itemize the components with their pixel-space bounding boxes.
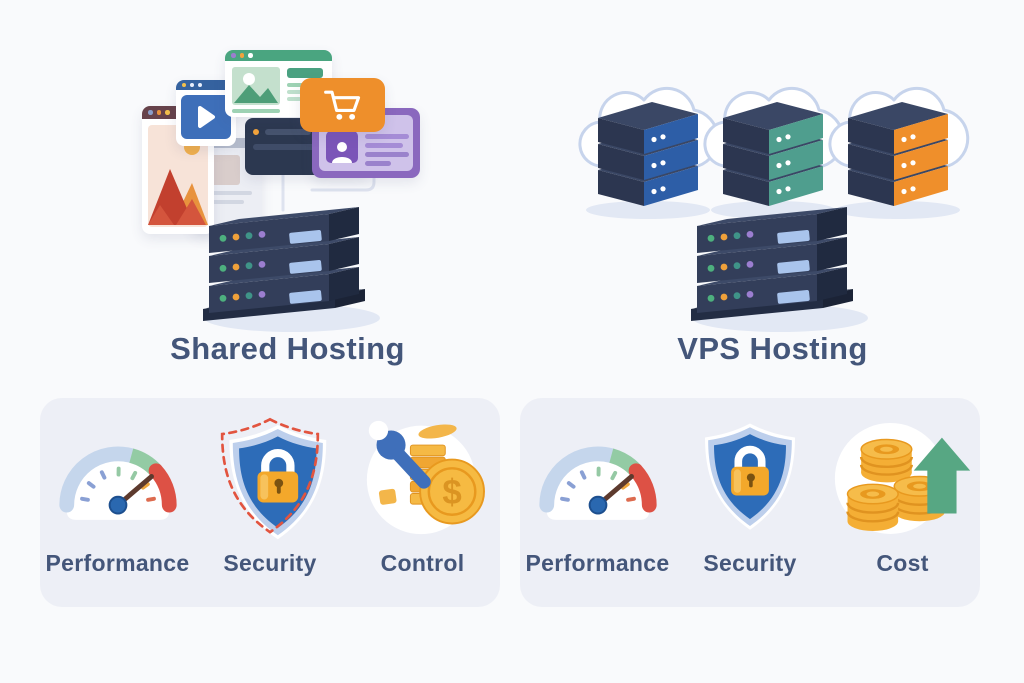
feature-performance: Performance <box>43 410 193 577</box>
feature-cost: Cost <box>828 410 978 577</box>
feature-label: Performance <box>525 550 670 576</box>
feature-label: Cost <box>876 550 929 576</box>
article-image-icon <box>232 67 280 105</box>
vps-server-icon <box>685 190 875 335</box>
feature-label: Control <box>380 550 465 576</box>
feature-security: Security <box>195 410 345 577</box>
shield-lock-dashed-icon <box>220 417 330 542</box>
coins-growth-icon <box>834 422 970 534</box>
mountain-photo-icon <box>148 125 208 227</box>
shared-websites-cluster <box>140 40 430 240</box>
user-icon <box>332 142 352 163</box>
shared-server-icon <box>197 190 387 335</box>
vps-features-panel: Performance Security <box>520 398 980 607</box>
shield-lock-icon <box>696 418 804 537</box>
shopping-cart-icon <box>323 90 360 120</box>
feature-label: Security <box>223 550 317 576</box>
shared-hosting-title: Shared Hosting <box>170 331 405 366</box>
vps-cloud-nodes <box>560 72 990 222</box>
speedometer-icon <box>49 428 187 527</box>
browser-titlebar <box>176 80 236 90</box>
feature-security: Security <box>675 410 825 577</box>
feature-label: Security <box>703 550 797 576</box>
play-icon <box>198 106 215 128</box>
feature-label: Performance <box>45 550 190 576</box>
cloud-server-blue <box>578 86 720 219</box>
shop-card <box>300 78 385 132</box>
browser-titlebar <box>225 50 332 61</box>
feature-performance: Performance <box>523 410 673 577</box>
up-arrow-icon <box>913 437 970 514</box>
avatar <box>326 131 358 163</box>
vps-hosting-title: VPS Hosting <box>677 331 868 366</box>
shared-features-panel: Performance Security <box>40 398 500 607</box>
speedometer-icon <box>529 428 667 527</box>
cloud-server-orange <box>828 86 970 219</box>
feature-control: $ Control <box>348 410 498 577</box>
wrench-coins-icon: $ <box>366 420 485 535</box>
svg-text:$: $ <box>442 473 461 512</box>
video-player <box>181 95 231 139</box>
